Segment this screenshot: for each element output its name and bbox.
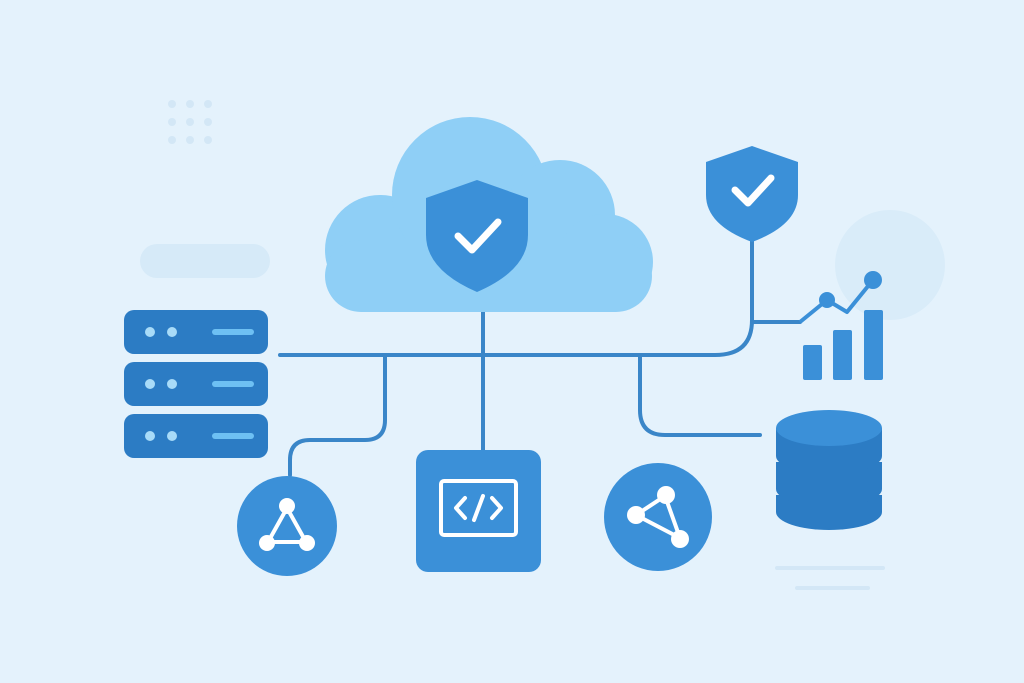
server-unit: [124, 362, 268, 406]
code-icon: [416, 450, 541, 572]
cloud-shield-check-icon: [426, 180, 528, 292]
server-unit: [124, 310, 268, 354]
chart-point: [819, 292, 835, 308]
cloud-icon: [325, 117, 653, 312]
chart-bar: [864, 310, 883, 380]
bar-chart-icon: [798, 271, 883, 380]
share-nodes-icon: [604, 463, 712, 571]
faint-line: [775, 566, 885, 570]
chart-point: [864, 271, 882, 289]
faint-line: [795, 586, 870, 590]
shield-check-icon: [706, 146, 798, 242]
chart-bar: [803, 345, 822, 380]
faint-pill: [140, 244, 270, 278]
chart-bar: [833, 330, 852, 380]
database-icon: [776, 410, 882, 530]
network-triangle-icon: [237, 476, 337, 576]
chart-trend-line: [798, 278, 875, 324]
server-unit: [124, 414, 268, 458]
server-stack-icon: [124, 310, 268, 458]
faint-dot-grid: [168, 100, 212, 144]
connector-lines: [278, 236, 802, 477]
